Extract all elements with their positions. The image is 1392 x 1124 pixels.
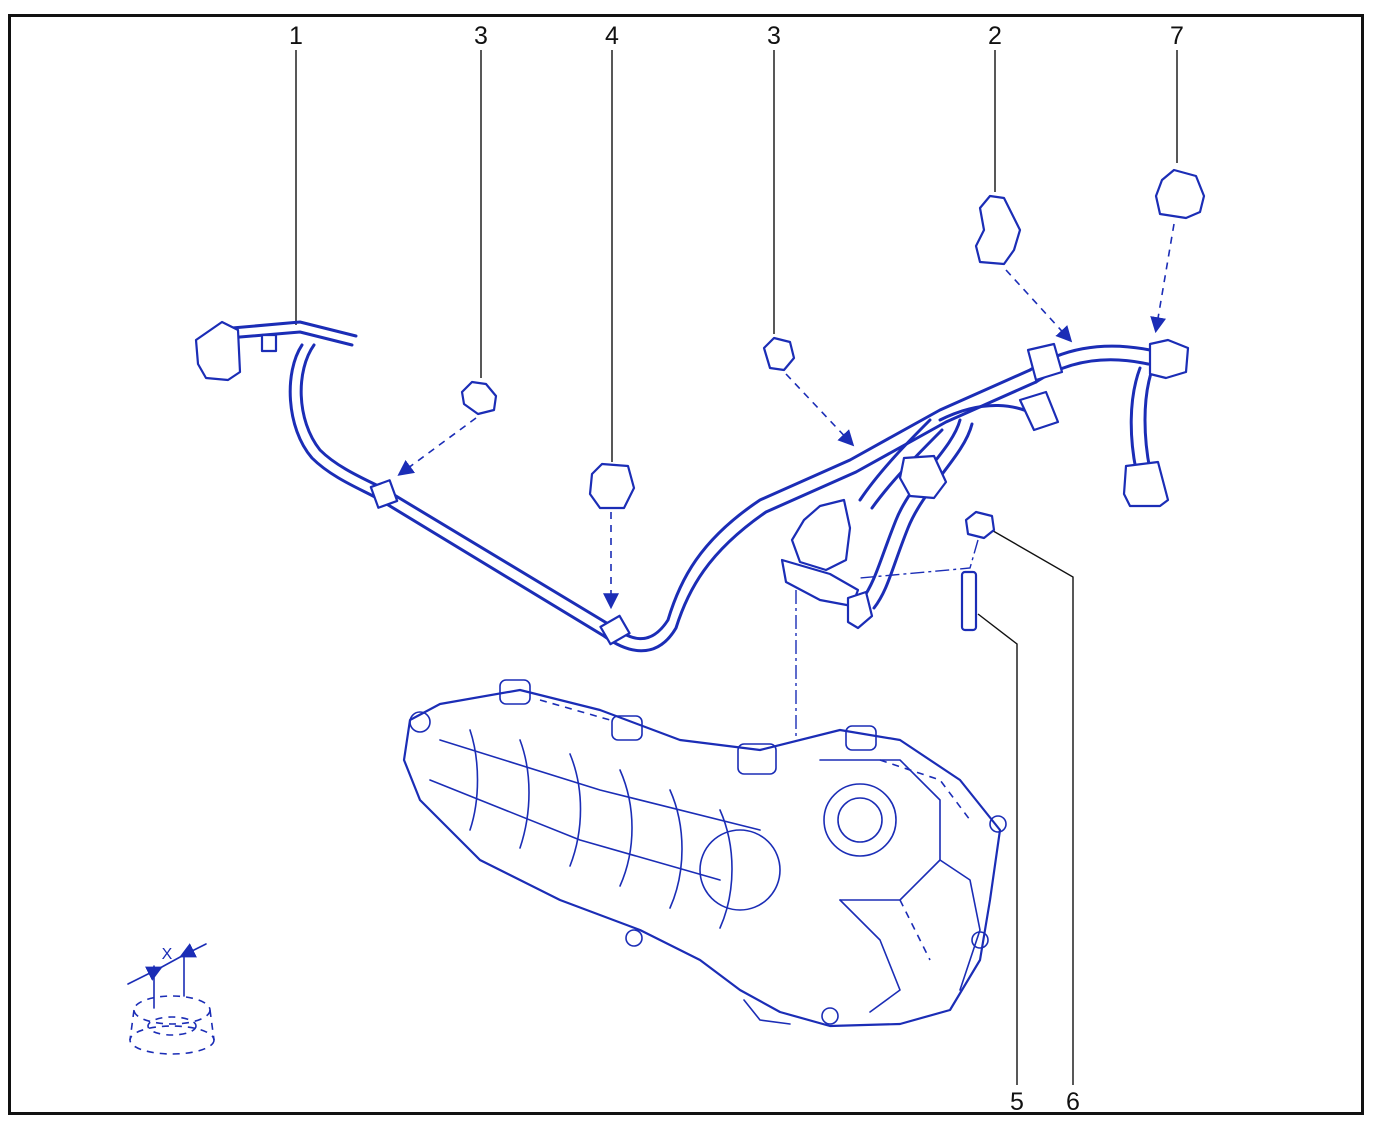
- nut-part-6: [964, 510, 996, 540]
- callout-label-1: 1: [289, 22, 303, 50]
- callout-label-5: 5: [1010, 1088, 1024, 1116]
- callout-label-3-center: 3: [767, 22, 781, 50]
- sensor-part-4: [588, 462, 636, 610]
- leader-lines: [295, 50, 1178, 1085]
- callout-label-4: 4: [605, 22, 619, 50]
- callout-label-3-left: 3: [474, 22, 488, 50]
- hose-assembly-right: [780, 338, 1190, 630]
- detail-x-symbol: [127, 943, 215, 1055]
- detail-x-label: X: [161, 946, 173, 963]
- connector-part-2: [974, 194, 1073, 343]
- callout-label-2: 2: [988, 22, 1002, 50]
- callout-label-7: 7: [1170, 22, 1184, 50]
- clip-part-3-left: [397, 380, 498, 476]
- hose-part-1: [194, 320, 1038, 653]
- callout-label-6: 6: [1066, 1088, 1080, 1116]
- connector-part-7: [1150, 168, 1206, 334]
- stud-part-5: [960, 570, 978, 632]
- clip-part-3-center: [762, 336, 855, 447]
- intake-manifold: [402, 679, 1007, 1028]
